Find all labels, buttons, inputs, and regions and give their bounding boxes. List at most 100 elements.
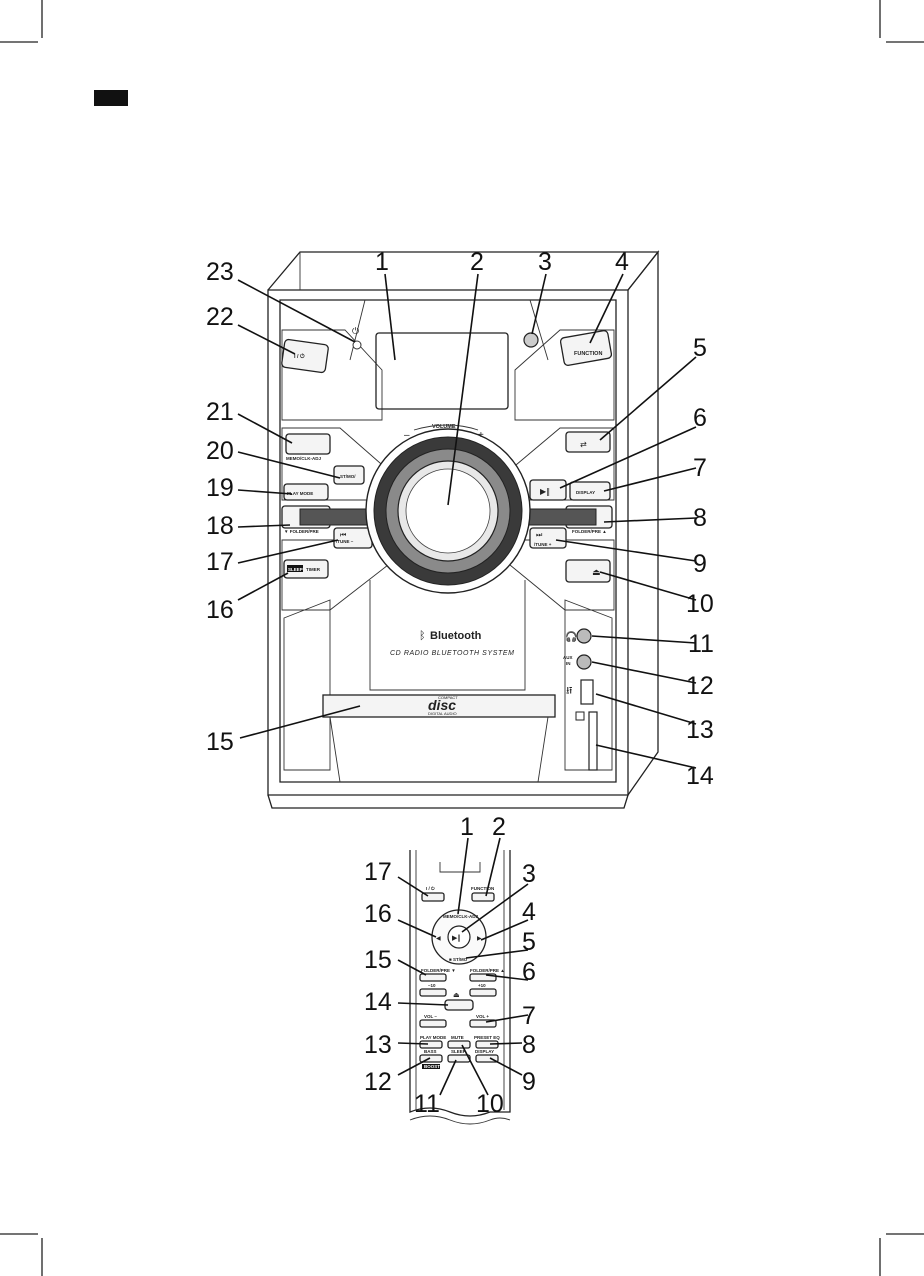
main-labels: 1 2 3 4 5 6 7 8 9 10 11 12 13 14 15 16 1… [206, 248, 714, 790]
remote-eject-button[interactable] [444, 999, 474, 1011]
power-button[interactable] [281, 338, 329, 374]
card-icon [575, 711, 585, 721]
remote-display-label: DISPLAY [475, 1049, 494, 1054]
main-label-15: 15 [206, 728, 234, 756]
remote-label-1: 1 [460, 813, 474, 841]
folder-minus-label: ▼ FOLDER/PRE [284, 529, 319, 534]
skip-back-icon: ⏮ [340, 531, 346, 539]
usb-icon: ⭿ [566, 686, 572, 697]
eject-icon: ⏏ [592, 568, 601, 578]
standby-icon: ⏻ [352, 326, 359, 337]
main-label-10: 10 [686, 590, 714, 618]
system-name-label: CD RADIO BLUETOOTH SYSTEM [390, 650, 515, 657]
remote-control: I / ⏻ FUNCTION ▶‖ MEMO/CLK-ADJ ■ ST/MO ◀… [409, 850, 511, 1125]
display-button-label: DISPLAY [576, 490, 595, 495]
main-label-9: 9 [693, 550, 707, 578]
remote-sleep-button[interactable] [447, 1054, 471, 1063]
timer-button[interactable] [283, 559, 329, 579]
remote-function-button[interactable] [471, 892, 495, 902]
main-label-8: 8 [693, 504, 707, 532]
remote-vol-plus-label: VOL + [476, 1014, 489, 1019]
remote-playmode-label: PLAY MODE [420, 1035, 446, 1040]
repeat-button[interactable] [565, 431, 611, 453]
main-label-11: 11 [688, 630, 714, 658]
bluetooth-label: Bluetooth [430, 630, 482, 642]
sleep-badge-label: SLEEP [288, 567, 303, 572]
remote-label-6: 6 [522, 958, 536, 986]
function-button-label: FUNCTION [574, 351, 602, 357]
playmode-button-label: PLAY MODE [287, 491, 313, 496]
remote-label-15: 15 [364, 946, 392, 974]
volume-label: VOLUME [432, 424, 456, 430]
tune-plus-button[interactable] [529, 527, 567, 549]
remote-function-label: FUNCTION [471, 886, 494, 891]
remote-play-button[interactable] [447, 925, 471, 949]
playmode-button[interactable] [283, 483, 329, 501]
aux-label: AUX [563, 655, 573, 660]
main-label-19: 19 [206, 474, 234, 502]
stmo-button[interactable] [333, 465, 365, 485]
cd-slot[interactable] [322, 694, 556, 718]
cd-logo: disc [428, 697, 456, 713]
remote-power-label: I / ⏻ [426, 886, 435, 891]
remote-label-11: 11 [414, 1090, 440, 1118]
main-label-5: 5 [693, 334, 707, 362]
main-label-21: 21 [206, 398, 234, 426]
main-label-4: 4 [615, 248, 629, 276]
aux-in-jack[interactable] [576, 654, 592, 670]
volume-minus-label: – [404, 430, 410, 441]
display-button[interactable] [569, 481, 611, 501]
timer-label: TIMER [306, 567, 321, 572]
stmo-button-label: ST/MO/ [340, 474, 356, 479]
main-unit: I / ⏻ ⏻ FUNCTION MEMO/CLK-ADJ ST/MO/ PLA… [267, 250, 660, 809]
remote-eject-icon: ⏏ [453, 991, 460, 999]
remote-label-14: 14 [364, 988, 392, 1016]
sleep-badge [287, 565, 303, 572]
bluetooth-icon: ᛒ [419, 629, 426, 642]
power-button-label: I / ⏻ [294, 353, 305, 360]
remote-plus10-label: +10 [478, 983, 486, 988]
main-label-3: 3 [538, 248, 552, 276]
remote-prev-icon: ◀ [436, 936, 441, 942]
main-label-20: 20 [206, 437, 234, 465]
aux-in-label: IN [566, 661, 571, 666]
remote-label-17: 17 [364, 858, 392, 886]
remote-label-13: 13 [364, 1031, 392, 1059]
main-label-14: 14 [686, 762, 714, 790]
language-tab [94, 90, 128, 106]
main-label-13: 13 [686, 716, 714, 744]
remote-label-3: 3 [522, 860, 536, 888]
remote-vol-minus-label: VOL – [424, 1014, 437, 1019]
remote-label-10: 10 [476, 1090, 504, 1118]
main-leader-lines [237, 273, 697, 769]
remote-play-icon: ▶‖ [452, 934, 461, 942]
memo-button-label: MEMO/CLK-ADJ [286, 456, 321, 461]
usb-port[interactable] [580, 679, 594, 705]
headphone-jack[interactable] [576, 628, 592, 644]
remote-display-button[interactable] [475, 1054, 499, 1063]
play-pause-button[interactable] [529, 479, 567, 501]
memo-button[interactable] [285, 433, 331, 455]
remote-leader-lines [397, 837, 529, 1096]
remote-label-16: 16 [364, 900, 392, 928]
volume-knob[interactable] [365, 428, 531, 594]
card-slot[interactable] [588, 711, 598, 771]
main-label-6: 6 [693, 404, 707, 432]
function-button[interactable] [559, 330, 613, 366]
eject-button[interactable] [565, 559, 611, 583]
main-label-22: 22 [206, 303, 234, 331]
ir-sensor [523, 332, 539, 348]
standby-led [352, 340, 362, 350]
remote-vol-minus-button[interactable] [419, 1019, 447, 1028]
cd-logo-bottom: DIGITAL AUDIO [428, 711, 457, 716]
remote-minus10-button[interactable] [419, 988, 447, 997]
remote-folder-minus-button[interactable] [419, 973, 447, 982]
remote-label-2: 2 [492, 813, 506, 841]
main-label-23: 23 [206, 258, 234, 286]
remote-bass-badge [422, 1064, 440, 1069]
remote-folder-minus-label: FOLDER/PRE ▼ [421, 968, 456, 973]
remote-mute-button[interactable] [447, 1040, 471, 1049]
remote-plus10-button[interactable] [469, 988, 497, 997]
